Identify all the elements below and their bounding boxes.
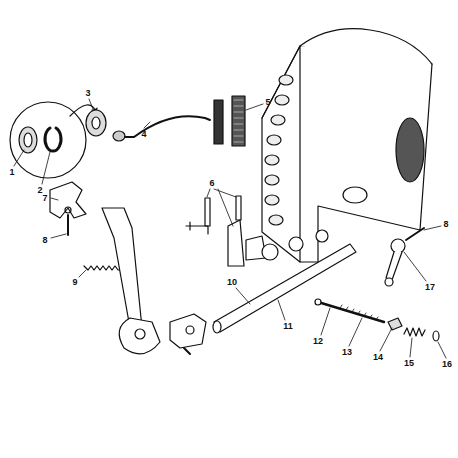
nut xyxy=(388,318,402,330)
ring xyxy=(19,127,37,153)
callout-number: 7 xyxy=(42,194,47,203)
housing-opening xyxy=(396,118,424,182)
callout-number: 1 xyxy=(9,168,14,177)
clamp xyxy=(170,314,206,348)
spring xyxy=(404,328,425,336)
bellhousing xyxy=(262,40,432,262)
clip xyxy=(45,128,61,151)
knob xyxy=(113,131,125,141)
bolt xyxy=(406,228,424,240)
callout-number: 10 xyxy=(227,278,237,287)
callout-number: 8 xyxy=(443,220,448,229)
magnifier-circle xyxy=(10,102,86,178)
callout-number: 5 xyxy=(265,98,270,107)
callout-number: 6 xyxy=(209,179,214,188)
callout-number: 9 xyxy=(72,278,77,287)
callout-number: 14 xyxy=(373,353,383,362)
lever xyxy=(386,252,402,280)
bracket xyxy=(205,198,210,226)
rod xyxy=(318,302,384,322)
pivot xyxy=(391,239,405,253)
bolt xyxy=(186,222,208,234)
callout-number: 13 xyxy=(342,348,352,357)
washer xyxy=(433,331,439,341)
callout-number: 3 xyxy=(85,89,90,98)
callout-number: 12 xyxy=(313,337,323,346)
pad xyxy=(232,96,245,146)
pedal-lever xyxy=(102,208,142,328)
bracket-plate xyxy=(228,220,244,266)
spring xyxy=(84,266,122,270)
callout-number: 15 xyxy=(404,359,414,368)
callout-number: 2 xyxy=(37,186,42,195)
shaft xyxy=(214,244,356,332)
callout-number: 17 xyxy=(425,283,435,292)
bush xyxy=(86,110,106,136)
pad xyxy=(214,100,223,144)
callout-number: 4 xyxy=(141,130,146,139)
cable xyxy=(125,116,210,137)
leader-lines xyxy=(14,99,446,358)
bolt xyxy=(67,215,69,235)
callout-number: 11 xyxy=(283,322,293,331)
callout-number: 16 xyxy=(442,360,452,369)
boss xyxy=(343,187,367,203)
callout-number: 8 xyxy=(42,236,47,245)
fork xyxy=(50,182,86,218)
